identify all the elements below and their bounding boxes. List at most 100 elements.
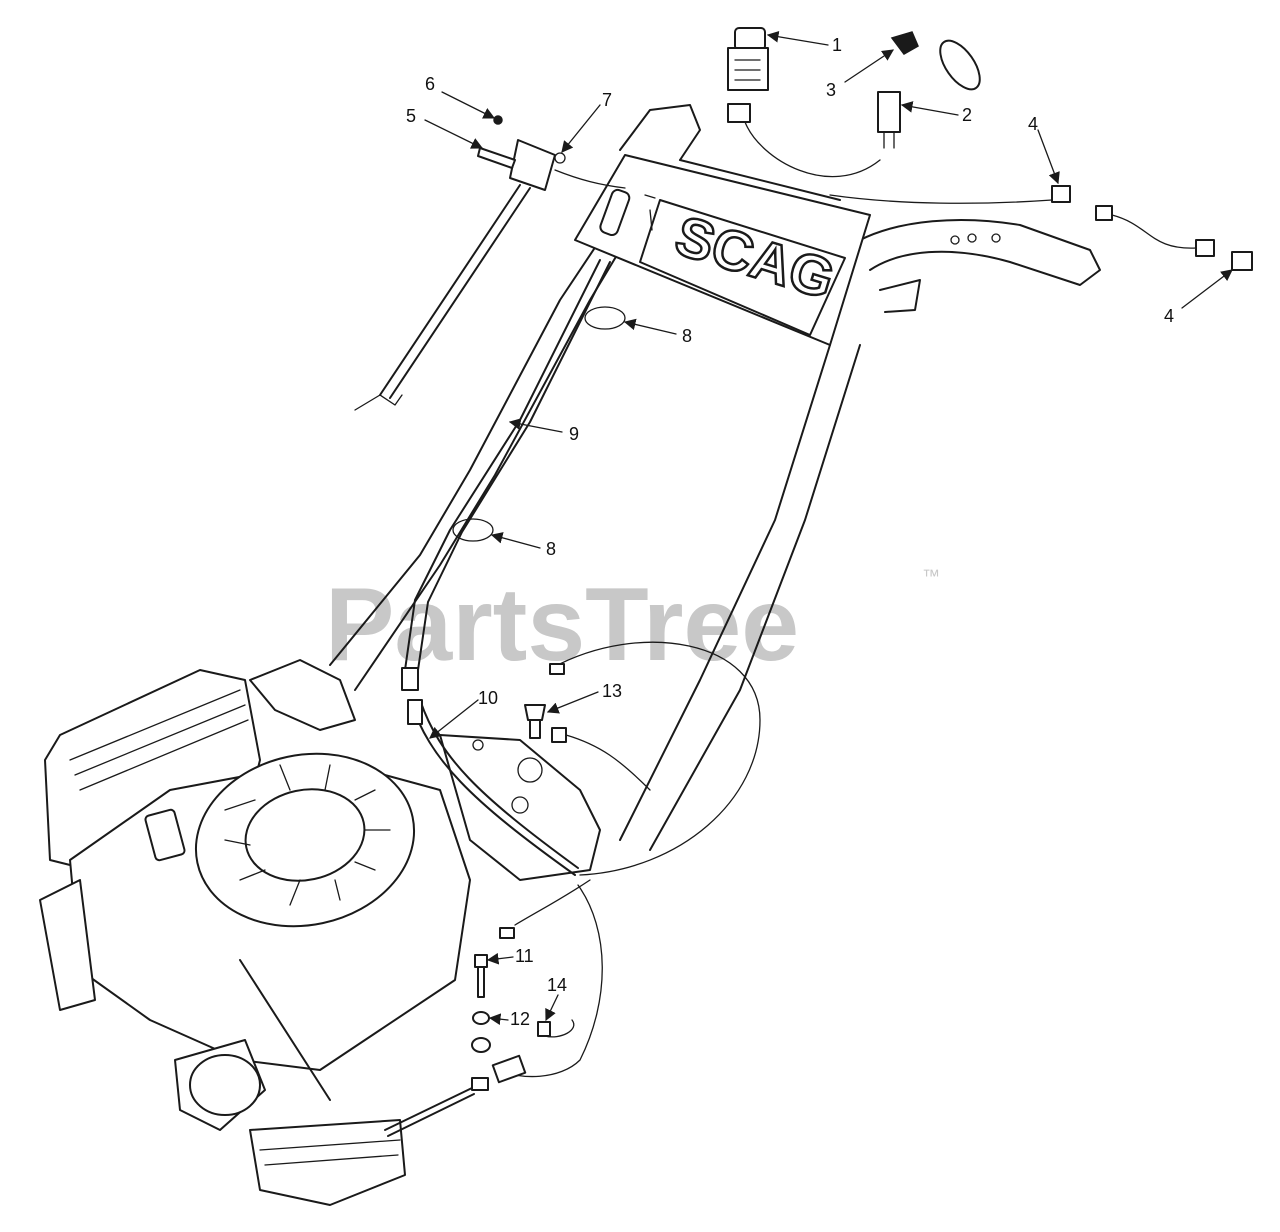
engine-edge <box>239 959 331 1101</box>
ground-connector <box>471 1077 489 1091</box>
leader-10 <box>429 699 479 739</box>
connector-4-plug <box>1095 205 1113 221</box>
nut-6 <box>493 115 503 125</box>
key-3-fob <box>939 39 981 91</box>
cable-line-b <box>389 187 531 399</box>
carb-port <box>511 796 529 814</box>
bolt-5 <box>477 147 516 169</box>
carb-port <box>517 757 543 783</box>
leader-1 <box>766 30 829 46</box>
harness-spade-wire <box>514 879 591 926</box>
engine-pulley <box>189 1054 261 1116</box>
callout-1: 1 <box>832 35 842 55</box>
connector-4-lower-plug <box>1195 239 1215 257</box>
switch-1-cap <box>734 27 766 51</box>
switch-1-connector <box>727 103 751 123</box>
handle-left-rail <box>329 239 601 666</box>
leader-lines <box>424 30 1233 1025</box>
bolt-11-shank <box>477 966 485 998</box>
leader-2 <box>900 101 959 116</box>
handle-right-rail <box>619 344 831 841</box>
panel-marks <box>644 194 656 231</box>
connector-4-lower <box>1231 251 1253 271</box>
cable-flag-wire <box>554 169 626 189</box>
handle-right-rail-inner <box>649 344 861 851</box>
engine-carburetor <box>439 734 601 881</box>
handle-hole <box>967 233 977 243</box>
leader-5 <box>424 119 484 149</box>
switch-2-terminals <box>883 131 895 149</box>
control-rod-9-inner <box>417 261 611 671</box>
callout-2: 2 <box>962 105 972 125</box>
watermark: PartsTree ™ <box>325 566 940 683</box>
panel-slot <box>599 188 631 237</box>
engine-air-filter <box>44 669 261 871</box>
start-handle <box>144 808 186 862</box>
callout-8-upper: 8 <box>682 326 692 346</box>
callout-11: 11 <box>515 946 534 966</box>
callout-3: 3 <box>826 80 836 100</box>
harness-connector <box>407 699 423 725</box>
leader-9 <box>508 418 563 433</box>
callout-4-lower: 4 <box>1164 306 1174 326</box>
switch-2-body <box>877 91 901 133</box>
carb-screw <box>472 739 484 751</box>
leader-13 <box>546 691 599 714</box>
handle-hole <box>991 233 1001 243</box>
harness-branch-wire <box>1111 214 1197 249</box>
ground-wire <box>384 1087 473 1131</box>
leader-8a <box>623 318 677 335</box>
leader-4b <box>1181 269 1233 309</box>
recoil-vents <box>224 764 391 906</box>
handle-assembly: SCAG <box>329 104 1101 851</box>
oil-sensor-13-body <box>524 704 546 721</box>
terminal-spade <box>549 663 565 675</box>
callout-10: 10 <box>478 688 498 708</box>
handle-grip <box>859 219 1101 286</box>
connector-14-plug <box>537 1021 551 1037</box>
callout-7: 7 <box>602 90 612 110</box>
handle-bracket <box>879 279 921 313</box>
oil-sensor-13-stem <box>529 719 541 739</box>
connector-14-wire <box>544 1019 575 1038</box>
callout-4-upper: 4 <box>1028 114 1038 134</box>
ground-wire-b <box>387 1093 475 1137</box>
throttle-cable <box>354 115 626 411</box>
ignition-parts <box>679 27 1253 271</box>
engine-top-bracket <box>249 659 356 731</box>
leader-14 <box>545 994 559 1022</box>
engine-base-lines <box>259 1139 401 1166</box>
engine <box>39 659 601 1206</box>
terminal-spade <box>499 927 515 939</box>
engine-fins <box>69 689 249 791</box>
callout-labels: 1 2 3 4 4 5 6 7 8 8 9 10 11 12 13 14 <box>406 35 1174 1029</box>
control-panel-label-area <box>639 199 846 336</box>
washer-7 <box>554 152 566 164</box>
cable-line-a <box>379 184 521 396</box>
cable-bracket-7 <box>509 139 556 191</box>
connector-14 <box>491 1054 527 1084</box>
engine-side-cover <box>39 879 96 1011</box>
connector-4-upper <box>1051 185 1071 203</box>
callout-6: 6 <box>425 74 435 94</box>
wire-clip-8-upper <box>584 306 626 330</box>
callout-14: 14 <box>547 975 567 995</box>
harness-sleeve-10-inner <box>419 699 579 869</box>
switch-1-body <box>727 47 769 91</box>
callout-9: 9 <box>569 424 579 444</box>
washer-12 <box>472 1011 490 1025</box>
key-3 <box>890 31 919 55</box>
bolt-11-head <box>474 954 488 968</box>
leader-12 <box>488 1013 509 1025</box>
cable-break-mark <box>354 394 403 411</box>
switch-wire <box>744 121 881 178</box>
watermark-trademark: ™ <box>922 566 940 586</box>
leader-4a <box>1037 129 1060 185</box>
engine-base <box>249 1119 406 1206</box>
leader-6 <box>441 91 496 119</box>
callout-5: 5 <box>406 106 416 126</box>
callout-12: 12 <box>510 1009 530 1029</box>
harness-loop-wire <box>551 641 761 876</box>
handle-hole <box>950 235 960 245</box>
